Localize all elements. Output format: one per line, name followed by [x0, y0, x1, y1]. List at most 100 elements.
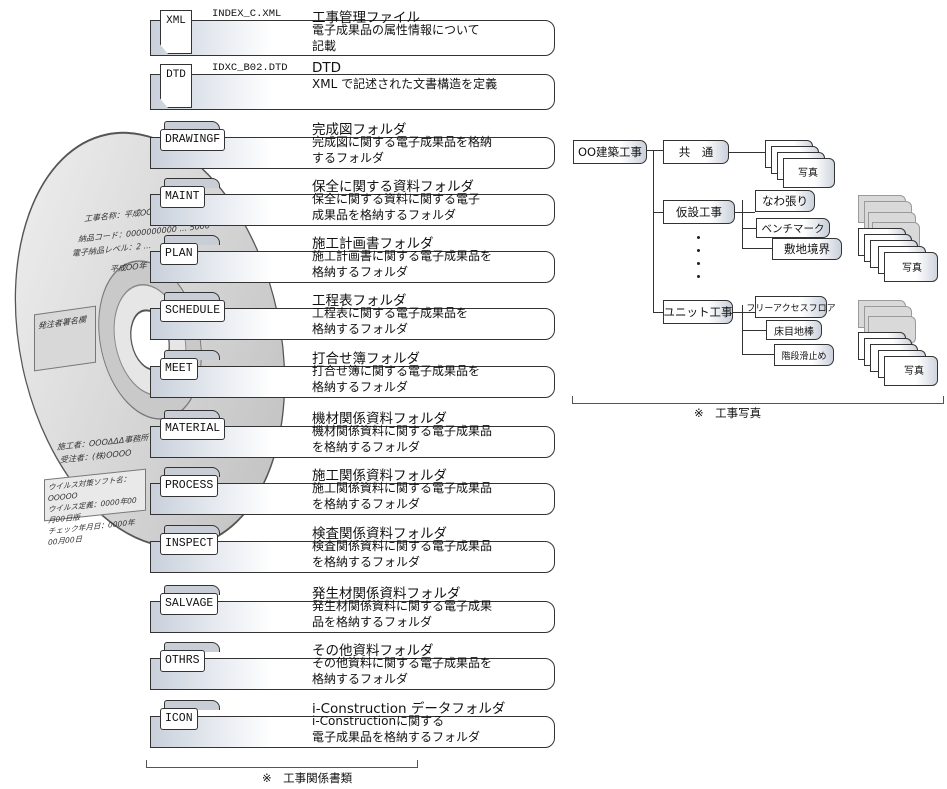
folder-desc: 電子成果品を格納するフォルダ — [312, 729, 481, 744]
folder-title: 施工計画書フォルダ — [312, 236, 434, 252]
folder-tab — [164, 410, 220, 420]
folder-title: 発生材関係資料フォルダ — [312, 586, 461, 602]
node-unit[interactable]: ユニット工事 — [663, 300, 733, 324]
folder-desc: 保全に関する資料に関する電子 — [312, 192, 481, 206]
folder-title: i-Construction データフォルダ — [312, 701, 506, 717]
photo-card — [884, 252, 938, 282]
connector — [742, 330, 766, 332]
disc-virus-box: ウイルス対策ソフト名：OOOOO ウイルス定義：0000年00月00日版 チェッ… — [44, 468, 146, 547]
folder-desc: を格納するフォルダ — [312, 439, 421, 454]
folder-meet-icon[interactable]: MEET — [160, 358, 198, 380]
folder-desc: 工程表に関する電子成果品を — [312, 306, 469, 320]
folder-desc: その他資料に関する電子成果品を — [312, 656, 493, 670]
folder-row[interactable]: OTHRS その他資料フォルダその他資料に関する電子成果品を格納するフォルダ — [150, 642, 560, 692]
folder-tab — [164, 467, 220, 477]
folder-inspect-icon[interactable]: INSPECT — [160, 533, 219, 555]
ellipsis-dot — [697, 262, 700, 265]
folder-tab — [164, 525, 220, 535]
folder-icon-icon[interactable]: ICON — [160, 708, 198, 730]
node-free-access-floor[interactable]: フリーアクセスフロア — [746, 296, 836, 318]
node-benchmark[interactable]: ベンチマーク — [756, 218, 830, 238]
folder-title: 打合せ簿フォルダ — [312, 351, 420, 367]
photo-label: 写真 — [902, 263, 922, 274]
folder-drawingf-icon[interactable]: DRAWINGF — [160, 129, 226, 151]
connector — [733, 312, 755, 314]
connector — [742, 200, 744, 248]
folder-plan-icon[interactable]: PLAN — [160, 243, 198, 265]
folder-title: その他資料フォルダ — [312, 643, 434, 659]
photo-label: 写真 — [904, 366, 924, 377]
node-root[interactable]: OO建築工事 — [573, 140, 647, 164]
node-stair-slip[interactable]: 階段滑止め — [774, 344, 834, 366]
node-temporary[interactable]: 仮設工事 — [663, 200, 735, 224]
file-desc: 電子成果品の属性情報について — [312, 23, 480, 37]
folder-process-icon[interactable]: PROCESS — [160, 475, 219, 497]
disc-virus-definition: ウイルス定義：0000年00月00日版 — [48, 495, 137, 525]
disc-orderer: 施工者：OOOΔΔΔ事務所 — [57, 433, 149, 452]
folder-tab — [164, 350, 220, 360]
folder-desc: 機材関係資料に関する電子成果品 — [312, 424, 493, 438]
folder-desc: 格納するフォルダ — [312, 379, 409, 394]
folder-card — [150, 658, 555, 690]
photo-label: 写真 — [798, 168, 818, 179]
folder-desc: 格納するフォルダ — [312, 671, 409, 686]
disc-date: 平成OO年 — [110, 261, 147, 274]
folder-desc: 打合せ簿に関する電子成果品を — [312, 364, 481, 378]
node-floor-ground[interactable]: 床目地棒 — [766, 320, 822, 340]
folder-row[interactable]: DRAWINGF 完成図フォルダ完成図に関する電子成果品を格納するフォルダ — [150, 121, 560, 171]
folder-card — [150, 716, 555, 748]
folder-schedule-icon[interactable]: SCHEDULE — [160, 300, 226, 322]
disc-signature-label: 発注者署名欄 — [38, 315, 86, 331]
folder-row[interactable]: MEET 打合せ簿フォルダ打合せ簿に関する電子成果品を格納するフォルダ — [150, 350, 560, 400]
ellipsis-dot — [697, 236, 700, 239]
folder-title: 検査関係資料フォルダ — [312, 526, 447, 542]
disc-level: 電子納品レベル：2 ... — [72, 240, 152, 259]
file-card — [150, 20, 555, 56]
node-rope[interactable]: なわ張り — [755, 190, 815, 212]
folder-desc: 施工計画書に関する電子成果品を — [312, 249, 493, 263]
photos-bracket — [572, 396, 944, 404]
file-title: DTD — [312, 60, 342, 76]
folder-tab — [164, 178, 220, 188]
folder-desc: i-Constructionに関する — [312, 714, 445, 728]
folder-row[interactable]: PLAN 施工計画書フォルダ施工計画書に関する電子成果品を格納するフォルダ — [150, 235, 560, 285]
disc-virus-software: ウイルス対策ソフト名：OOOOO — [48, 474, 131, 503]
folder-title: 保全に関する資料フォルダ — [312, 179, 474, 195]
xml-file-icon[interactable]: XML — [160, 10, 192, 54]
connector — [735, 212, 755, 214]
folder-tab — [164, 700, 220, 710]
photo-card — [884, 356, 938, 386]
folder-desc: を格納するフォルダ — [312, 496, 421, 511]
folder-card — [150, 194, 555, 226]
documents-bracket — [146, 760, 418, 768]
disc-contractor: 受注者：(株)OOOO — [60, 448, 132, 465]
folder-desc: 品を格納するフォルダ — [312, 614, 433, 629]
node-boundary[interactable]: 敷地境界 — [772, 238, 842, 260]
photos-caption: ※ 工事写真 — [694, 406, 762, 420]
folder-row[interactable]: SCHEDULE 工程表フォルダ工程表に関する電子成果品を格納するフォルダ — [150, 292, 560, 342]
folder-tab — [164, 642, 220, 652]
folder-desc: 格納するフォルダ — [312, 321, 409, 336]
folder-desc: 格納するフォルダ — [312, 264, 409, 279]
folder-othrs-icon[interactable]: OTHRS — [160, 650, 205, 672]
folder-salvage-icon[interactable]: SALVAGE — [160, 593, 219, 615]
dtd-file-icon[interactable]: DTD — [160, 64, 192, 108]
folder-maint-icon[interactable]: MAINT — [160, 186, 205, 208]
node-common[interactable]: 共 通 — [663, 140, 729, 164]
folder-material-icon[interactable]: MATERIAL — [160, 418, 226, 440]
folder-title: 完成図フォルダ — [312, 122, 407, 138]
documents-caption: ※ 工事関係書類 — [262, 771, 353, 785]
folder-desc: するフォルダ — [312, 150, 385, 165]
photo-card — [783, 158, 835, 188]
folder-title: 工程表フォルダ — [312, 293, 407, 309]
folder-desc: 完成図に関する電子成果品を格納 — [312, 135, 493, 149]
connector — [653, 312, 663, 314]
